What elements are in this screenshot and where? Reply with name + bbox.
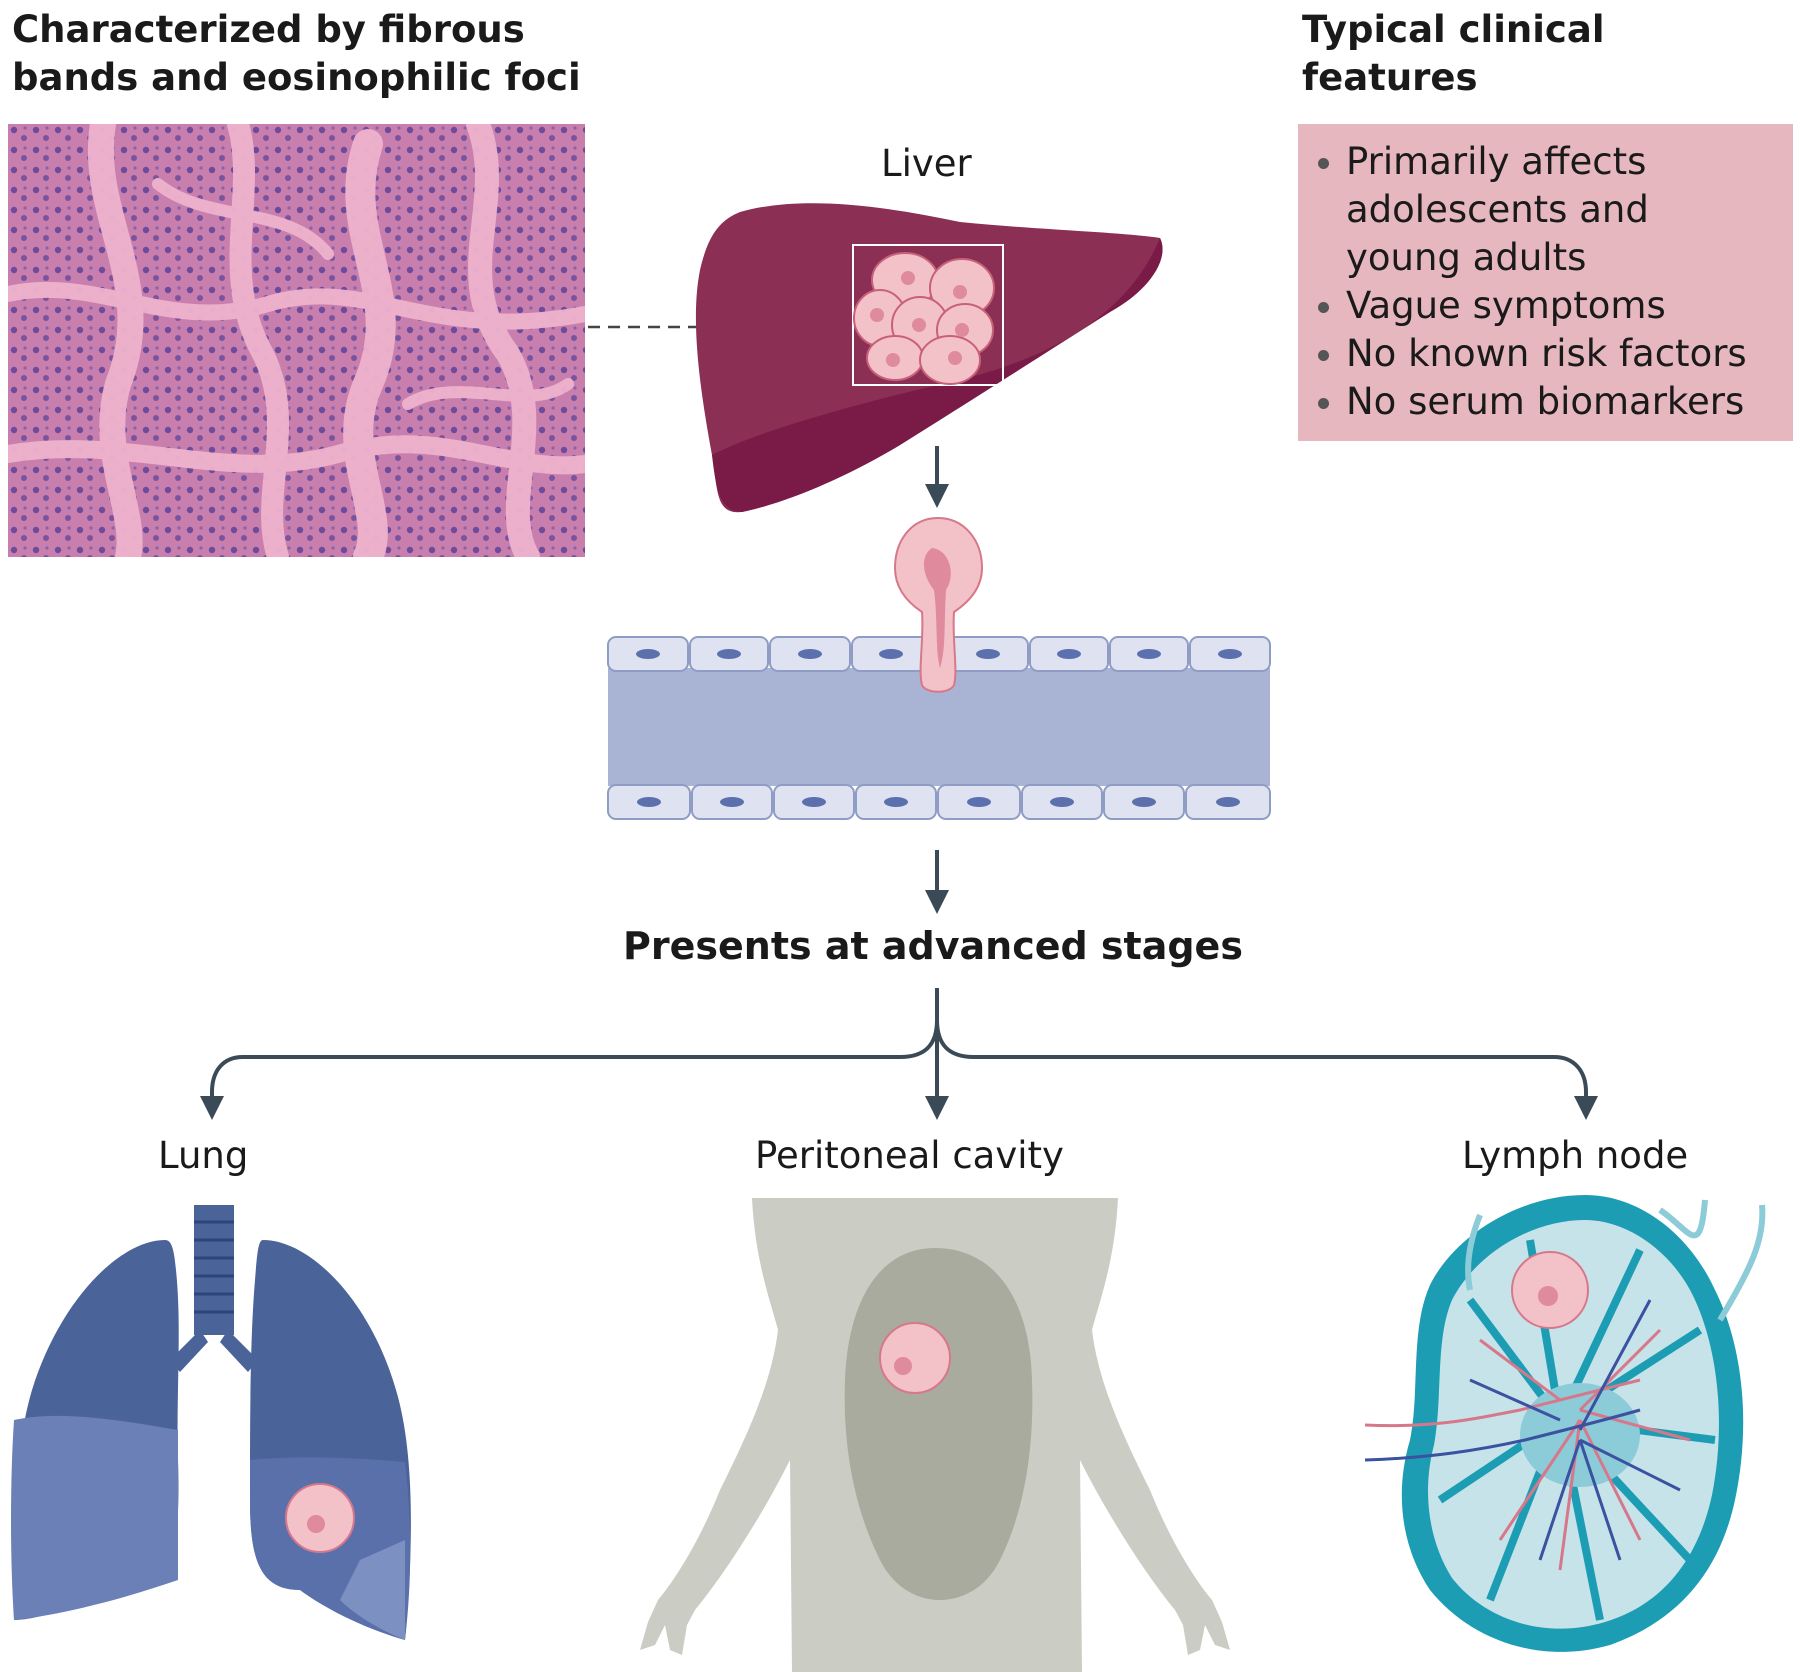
lymph-node-illustration [1364,1195,1766,1652]
lung-label: Lung [158,1134,249,1177]
clinical-title-line-2: features [1302,56,1478,99]
lymph-node-label: Lymph node [1462,1134,1689,1177]
peritoneal-tumor [879,1322,951,1394]
liver-illustration [695,203,1163,513]
clinical-features-list: Primarily affects adolescents and young … [1298,124,1793,426]
histology-title-line-2: bands and eosinophilic foci [12,56,581,99]
clinical-feature-item: No serum biomarkers [1298,378,1793,426]
vessel-bottom-endothelium [607,784,1271,820]
liver-zoom-box [852,244,1004,386]
clinical-title-line-1: Typical clinical [1302,8,1605,51]
clinical-feature-text: Primarily affects [1346,140,1647,183]
clinical-feature-text: Vague symptoms [1346,284,1666,327]
lung-illustration [11,1205,411,1640]
histology-title: Characterized by fibrous bands and eosin… [12,6,581,102]
liver-label: Liver [881,142,972,185]
clinical-feature-text: young adults [1346,236,1587,279]
peritoneal-body-illustration [640,1198,1230,1672]
clinical-features-box: Primarily affects adolescents and young … [1298,124,1793,441]
histology-title-line-1: Characterized by fibrous [12,8,525,51]
clinical-feature-item: No known risk factors [1298,330,1793,378]
clinical-feature-text: No serum biomarkers [1346,380,1745,423]
advanced-stages-label: Presents at advanced stages [623,924,1243,968]
clinical-feature-item: Primarily affects adolescents and young … [1298,138,1793,282]
blood-vessel [607,516,1271,820]
branching-arrows [200,988,1598,1120]
clinical-feature-item: Vague symptoms [1298,282,1793,330]
clinical-feature-text: adolescents and [1346,188,1649,231]
clinical-feature-text: No known risk factors [1346,332,1747,375]
peritoneal-cavity-label: Peritoneal cavity [755,1134,1064,1177]
clinical-features-title: Typical clinical features [1302,6,1605,102]
histology-micrograph [8,124,585,557]
